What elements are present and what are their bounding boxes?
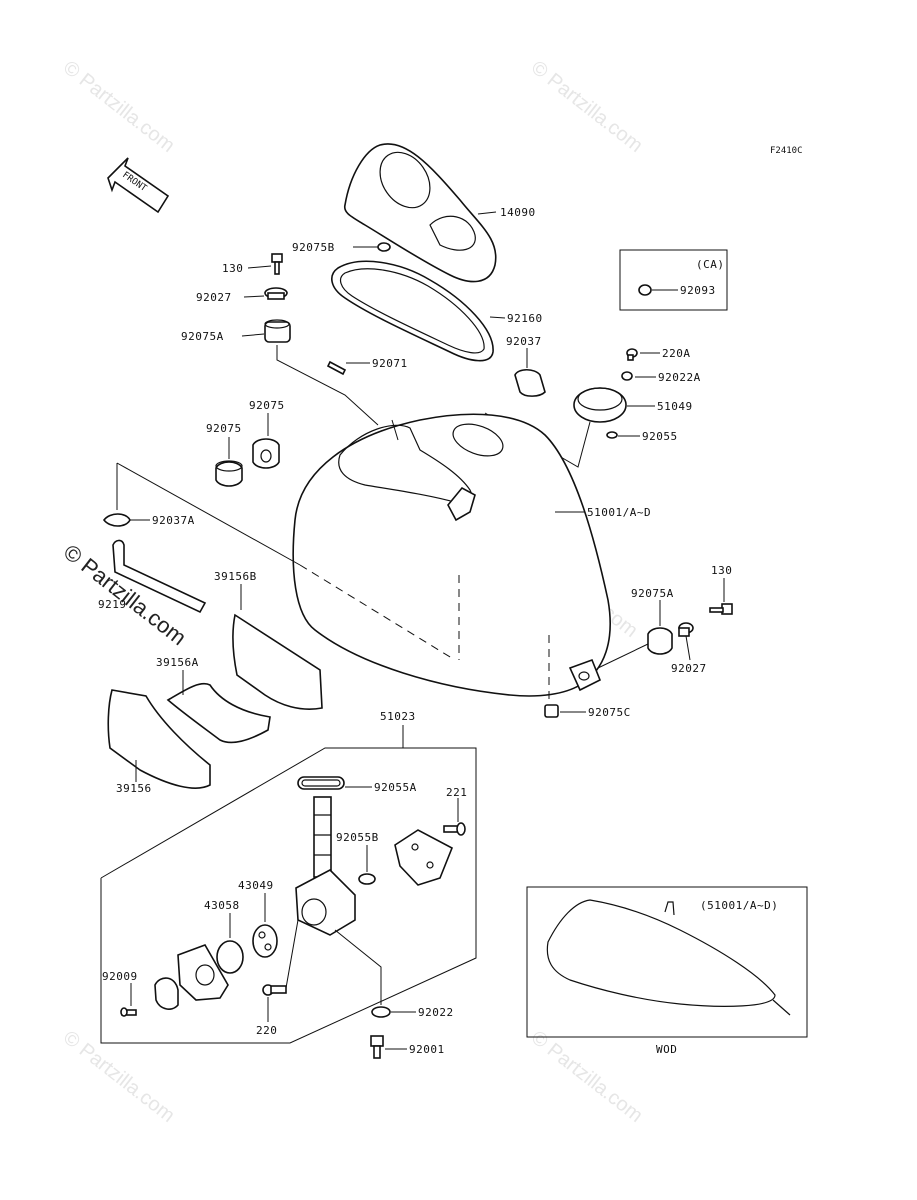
fuel-cock-assembly-51023: 51023: [100, 710, 477, 1044]
label-92075-left: 92075: [206, 422, 242, 435]
ca-variant-box: (CA) 92093: [619, 249, 728, 311]
wod-box-title: (51001/A~D): [700, 899, 778, 912]
label-92160: 92160: [507, 312, 543, 325]
label-92022: 92022: [418, 1006, 454, 1019]
clamp-92037-icon: 92037: [506, 335, 546, 397]
label-9219: 9219: [98, 598, 127, 611]
label-92075-right: 92075: [249, 399, 285, 412]
o-ring-92055B-icon: [358, 873, 376, 885]
label-92093: 92093: [680, 284, 716, 297]
damper-92075-left-icon: [215, 460, 243, 487]
fuel-cock-plate: [177, 944, 229, 1001]
fuel-cock-lever: [154, 977, 179, 1010]
collar-92027-right-icon: [678, 622, 694, 637]
fuel-cap-51049-icon: [573, 387, 627, 423]
label-51049: 51049: [657, 400, 693, 413]
bolt-92001-icon: [370, 1035, 384, 1059]
screw-220A-icon: [626, 348, 638, 361]
label-14090: 14090: [500, 206, 536, 219]
label-92027-top: 92027: [196, 291, 232, 304]
label-43058: 43058: [204, 899, 240, 912]
label-92027-right: 92027: [671, 662, 707, 675]
label-92055: 92055: [642, 430, 678, 443]
label-43049: 43049: [238, 879, 274, 892]
label-220A: 220A: [662, 347, 691, 360]
side-cover-pad-39156A: [166, 682, 271, 744]
breather-hose-icon: [112, 539, 207, 614]
washer-92022-icon: [371, 1006, 391, 1018]
label-92037: 92037: [506, 335, 542, 348]
wod-caption: WOD: [656, 1043, 677, 1056]
side-cover-39156B: [232, 613, 323, 710]
label-221: 221: [446, 786, 467, 799]
tank-cover-14090: 14090: [343, 143, 536, 283]
wod-variant-box: (51001/A~D): [526, 886, 808, 1038]
label-130-right: 130: [711, 564, 732, 577]
gasket-43049-icon: [252, 924, 278, 958]
bolt-130-top-icon: [271, 253, 283, 275]
label-92037A: 92037A: [152, 514, 195, 527]
label-92001: 92001: [409, 1043, 445, 1056]
label-92075A-right: 92075A: [631, 587, 674, 600]
o-ring-92055-icon: [606, 431, 618, 439]
screw-92009-icon: [120, 1007, 137, 1017]
label-92075B: 92075B: [292, 241, 335, 254]
label-39156A: 39156A: [156, 656, 199, 669]
watermark-top-left: © Partzilla.com: [59, 57, 179, 157]
watermark-bottom-left: © Partzilla.com: [59, 1027, 179, 1127]
watermark-top-right: © Partzilla.com: [527, 57, 647, 157]
clamp-92037A-icon: [102, 513, 131, 527]
damper-92075A-right-icon: [647, 627, 673, 655]
label-92055B: 92055B: [336, 831, 379, 844]
label-39156: 39156: [116, 782, 152, 795]
ca-box-title: (CA): [696, 258, 725, 271]
label-92009: 92009: [102, 970, 138, 983]
gasket-92160: 92160: [331, 260, 543, 362]
label-51001: 51001/A~D: [587, 506, 651, 519]
fuel-cock-cover-plate: [394, 829, 454, 886]
o-ring-43058-icon: [216, 940, 244, 974]
label-51023: 51023: [380, 710, 416, 723]
side-cover-39156: [107, 689, 211, 789]
washer-92022A-icon: [621, 371, 633, 381]
label-39156B: 39156B: [214, 570, 257, 583]
label-130-top: 130: [222, 262, 243, 275]
o-ring-92055A-icon: [297, 776, 345, 790]
front-arrow-icon: FRONT: [107, 157, 170, 214]
label-92055A: 92055A: [374, 781, 417, 794]
label-220: 220: [256, 1024, 277, 1037]
screw-220-icon: [262, 984, 287, 996]
figure-code: F2410C: [770, 146, 803, 156]
fuel-tank-51001: [292, 413, 611, 700]
damper-92075A-top-icon: [264, 319, 291, 343]
collar-92027-top-icon: [264, 287, 288, 300]
spring-92071-icon: [326, 360, 347, 376]
damper-92075-right-icon: [252, 438, 280, 469]
screw-221-icon: [443, 822, 466, 836]
damper-92075C-icon: [544, 704, 559, 718]
label-92022A: 92022A: [658, 371, 701, 384]
label-92075A-top: 92075A: [181, 330, 224, 343]
bolt-130-right-icon: [709, 603, 733, 615]
grommet-92075B-icon: [377, 242, 391, 252]
label-92071: 92071: [372, 357, 408, 370]
label-92075C: 92075C: [588, 706, 631, 719]
fuel-cock-body: [295, 796, 356, 936]
nut-92093-icon: [638, 284, 652, 296]
watermark-bottom-right: © Partzilla.com: [527, 1027, 647, 1127]
